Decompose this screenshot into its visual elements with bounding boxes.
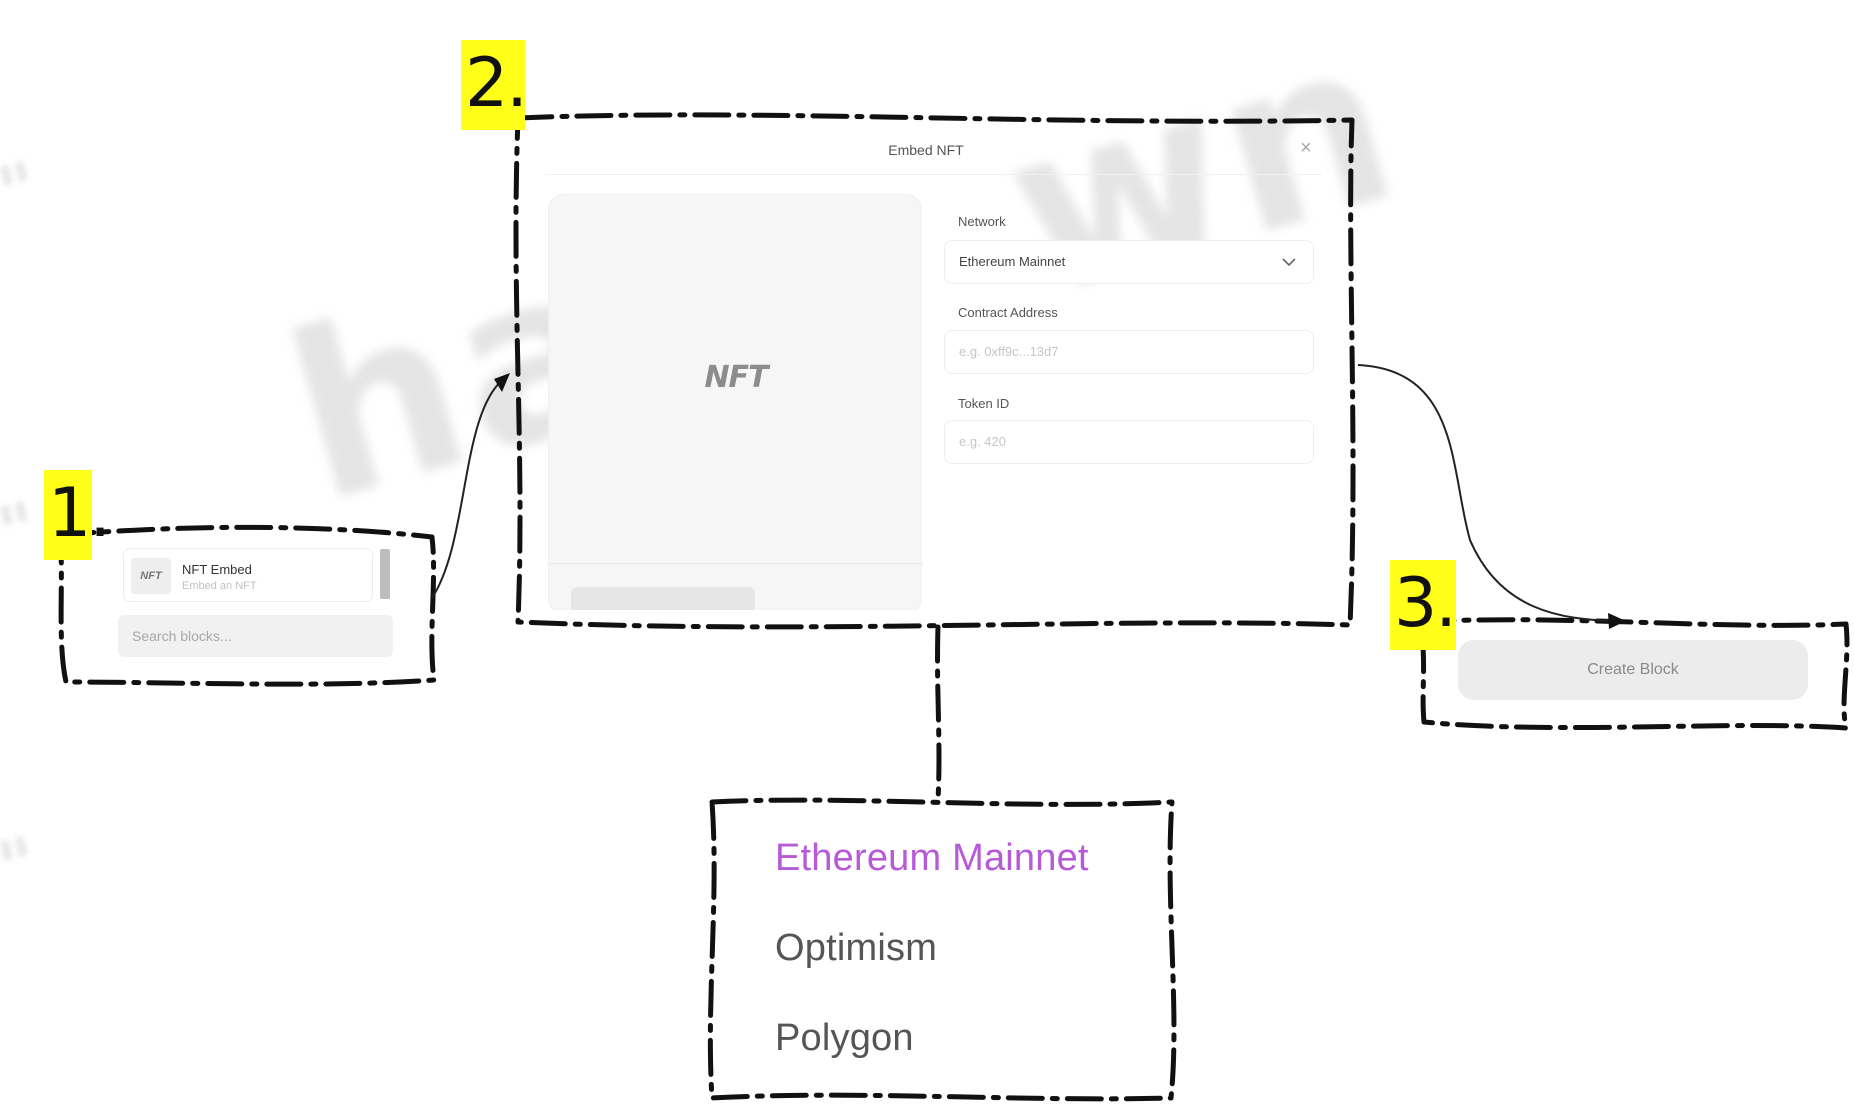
network-option-ethereum-mainnet[interactable]: Ethereum Mainnet: [775, 837, 1089, 879]
token-id-label: Token ID: [958, 396, 1010, 411]
arrow-1-to-2: [431, 376, 507, 599]
block-picker: NFT NFT Embed Embed an NFT Search blocks…: [118, 545, 393, 660]
nft-preview-label: NFT: [704, 360, 768, 395]
network-option-polygon[interactable]: Polygon: [775, 1017, 914, 1059]
contract-address-label: Contract Address: [958, 305, 1058, 320]
arrowhead-1: [494, 373, 510, 392]
picker-scrollbar[interactable]: [380, 549, 390, 599]
watermark-edge-top: ": [0, 146, 46, 236]
network-selected-value: Ethereum Mainnet: [959, 254, 1066, 269]
contract-address-placeholder: e.g. 0xff9c...13d7: [959, 344, 1059, 359]
block-list-item-nft-embed[interactable]: NFT NFT Embed Embed an NFT: [124, 549, 372, 601]
nft-preview-placeholder-bar: [571, 587, 755, 610]
arrowhead-3: [1608, 613, 1626, 629]
search-blocks-input[interactable]: Search blocks...: [118, 615, 393, 657]
block-item-subtitle: Embed an NFT: [182, 580, 257, 592]
network-select[interactable]: Ethereum Mainnet: [944, 240, 1314, 284]
nft-thumbnail: NFT: [131, 558, 171, 594]
step-marker-2: 2.: [461, 40, 528, 130]
nft-preview-card: NFT: [548, 194, 923, 610]
nft-preview-divider: [549, 563, 923, 564]
connector-dropdown: [935, 624, 942, 803]
embed-nft-modal: Embed NFT × NFT Network Ethereum Mainnet…: [530, 130, 1322, 610]
network-option-optimism[interactable]: Optimism: [775, 927, 938, 969]
block-item-title: NFT Embed: [182, 562, 252, 577]
step-marker-3: 3.: [1390, 560, 1457, 650]
watermark-edge-mid: ": [0, 486, 46, 576]
token-id-placeholder: e.g. 420: [959, 434, 1006, 449]
chevron-down-icon: [1282, 258, 1296, 267]
step-marker-1: 1.: [44, 470, 111, 560]
token-id-input[interactable]: e.g. 420: [944, 420, 1314, 464]
search-placeholder: Search blocks...: [132, 628, 232, 644]
modal-divider: [545, 174, 1322, 175]
modal-title: Embed NFT: [888, 142, 964, 158]
close-icon[interactable]: ×: [1300, 137, 1312, 159]
network-label: Network: [958, 214, 1006, 229]
create-block-button[interactable]: Create Block: [1458, 640, 1808, 700]
watermark-edge-bottom: ": [0, 821, 46, 911]
contract-address-input[interactable]: e.g. 0xff9c...13d7: [944, 330, 1314, 374]
